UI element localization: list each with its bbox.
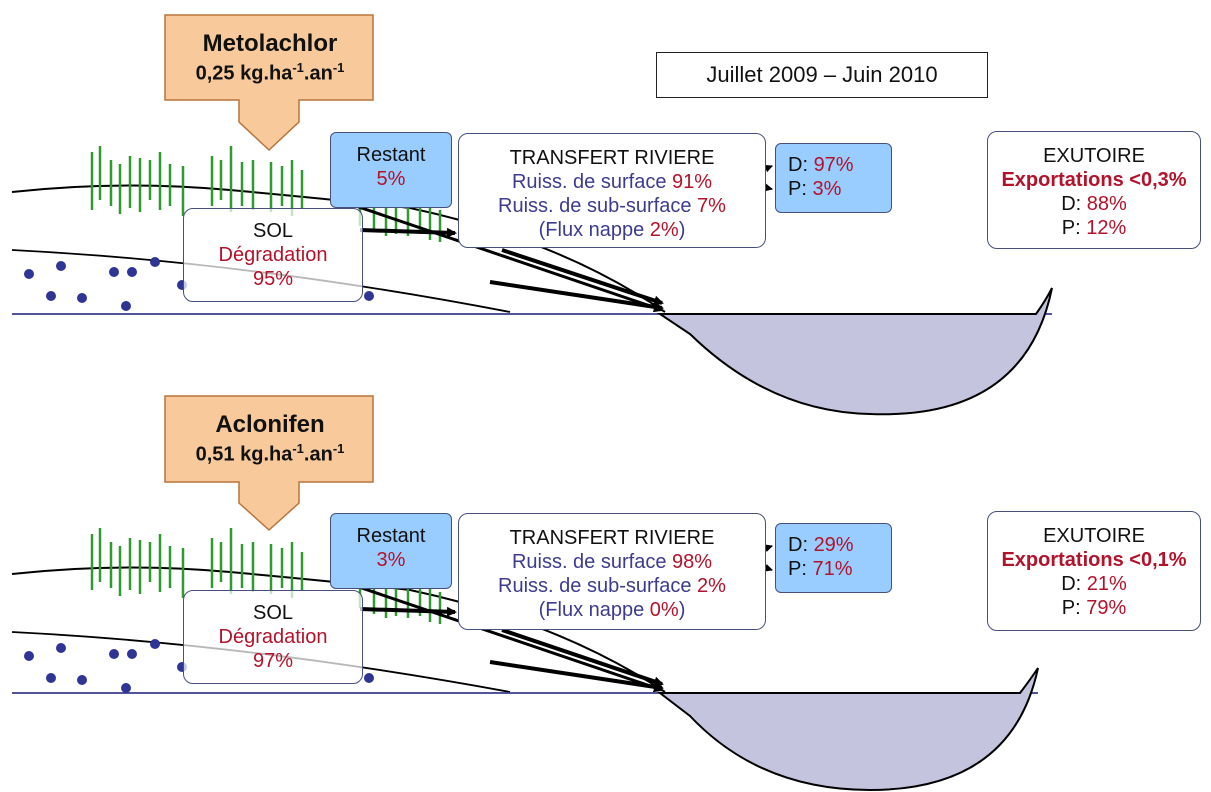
restant-box: Restant 3% [330, 513, 452, 589]
transfert-box: TRANSFERT RIVIERE Ruiss. de surface 91% … [458, 133, 766, 248]
restant-value: 5% [376, 168, 406, 190]
degradation-value: 97% [252, 650, 294, 672]
groundwater-dots [24, 639, 374, 693]
groundwater-flux: (Flux nappe 0%) [538, 599, 686, 621]
panel-aclonifen [11, 395, 1039, 792]
subsurface-runoff: Ruiss. de sub-surface 2% [498, 575, 726, 597]
arrow-to-river-3 [489, 660, 664, 692]
dissolved-share: D: 97% [788, 154, 854, 176]
arrow-to-river-3 [489, 280, 664, 312]
exutoire-dissolved: D: 88% [1061, 193, 1127, 215]
sol-label: SOL [252, 220, 294, 242]
river-cross-section [657, 667, 1039, 792]
degradation-value: 95% [252, 268, 294, 290]
exutoire-box: EXUTOIRE Exportations <0,3% D: 88% P: 12… [987, 131, 1201, 249]
arrow-to-river-2 [501, 628, 664, 687]
surface-runoff: Ruiss. de surface 98% [511, 551, 713, 573]
degradation-label: Dégradation [218, 626, 328, 648]
application-rate: 0,25 kg.ha-1.an-1 [195, 60, 345, 85]
transfert-title: TRANSFERT RIVIERE [509, 527, 715, 549]
exutoire-box: EXUTOIRE Exportations <0,1% D: 21% P: 79… [987, 511, 1201, 631]
restant-box: Restant 5% [330, 132, 452, 208]
input-arrow-shape [164, 395, 374, 532]
sol-label: SOL [252, 602, 294, 624]
chemical-label: Metolachlor 0,25 kg.ha-1.an-1 [166, 32, 374, 86]
period-label: Juillet 2009 – Juin 2010 [656, 52, 988, 98]
panel-metolachlor [11, 14, 1053, 416]
river-cross-section [656, 287, 1053, 416]
surface-runoff: Ruiss. de surface 91% [511, 171, 713, 193]
particulate-share: P: 71% [788, 558, 853, 580]
arrow-to-river-2 [501, 248, 664, 306]
exutoire-particulate: P: 79% [1061, 597, 1127, 619]
exutoire-title: EXUTOIRE [1043, 145, 1145, 167]
sol-box: SOL Dégradation 97% [183, 590, 363, 684]
dp-box: D: 29% P: 71% [775, 523, 892, 593]
exportations: Exportations <0,3% [1001, 169, 1187, 191]
exutoire-particulate: P: 12% [1061, 217, 1127, 239]
transfert-title: TRANSFERT RIVIERE [509, 147, 715, 169]
arrow-to-transfert [359, 606, 457, 617]
groundwater-dots [24, 257, 374, 311]
subsurface-runoff: Ruiss. de sub-surface 7% [498, 195, 726, 217]
dp-box: D: 97% P: 3% [775, 143, 892, 213]
dissolved-share: D: 29% [788, 534, 854, 556]
exutoire-dissolved: D: 21% [1061, 573, 1127, 595]
restant-label: Restant [356, 144, 426, 166]
application-rate: 0,51 kg.ha-1.an-1 [195, 441, 345, 466]
exutoire-title: EXUTOIRE [1043, 525, 1145, 547]
arrow-to-transfert [359, 227, 457, 238]
chemical-label: Aclonifen 0,51 kg.ha-1.an-1 [166, 413, 374, 467]
arrow-to-river-1 [349, 202, 664, 313]
degradation-label: Dégradation [218, 244, 328, 266]
chemical-name: Aclonifen [215, 411, 325, 438]
sol-box: SOL Dégradation 95% [183, 208, 363, 302]
restant-value: 3% [376, 549, 406, 571]
restant-label: Restant [356, 525, 426, 547]
exportations: Exportations <0,1% [1001, 549, 1187, 571]
input-arrow-shape [164, 14, 374, 152]
chemical-name: Metolachlor [202, 30, 338, 57]
arrow-to-river-1 [349, 582, 664, 693]
groundwater-flux: (Flux nappe 2%) [538, 219, 686, 241]
particulate-share: P: 3% [788, 178, 842, 200]
transfert-box: TRANSFERT RIVIERE Ruiss. de surface 98% … [458, 513, 766, 630]
